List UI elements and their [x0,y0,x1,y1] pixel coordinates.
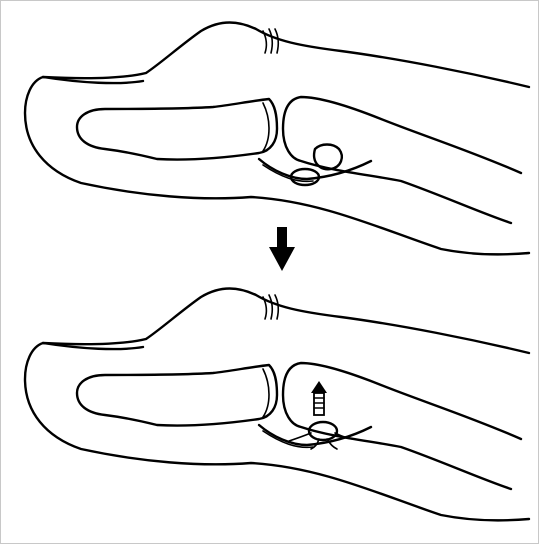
finger-outline-top [25,23,529,255]
bone-fragment-top [314,145,342,170]
panel-before [25,23,529,255]
panel-after [25,289,529,521]
screw-icon [311,381,327,415]
distal-phalanx-bottom [77,365,277,426]
volar-plate-bottom [259,425,371,445]
distal-phalanx-top [77,99,277,160]
finger-outline-bottom [25,289,529,521]
middle-phalanx-top [283,97,521,223]
down-arrow-icon [269,227,295,271]
